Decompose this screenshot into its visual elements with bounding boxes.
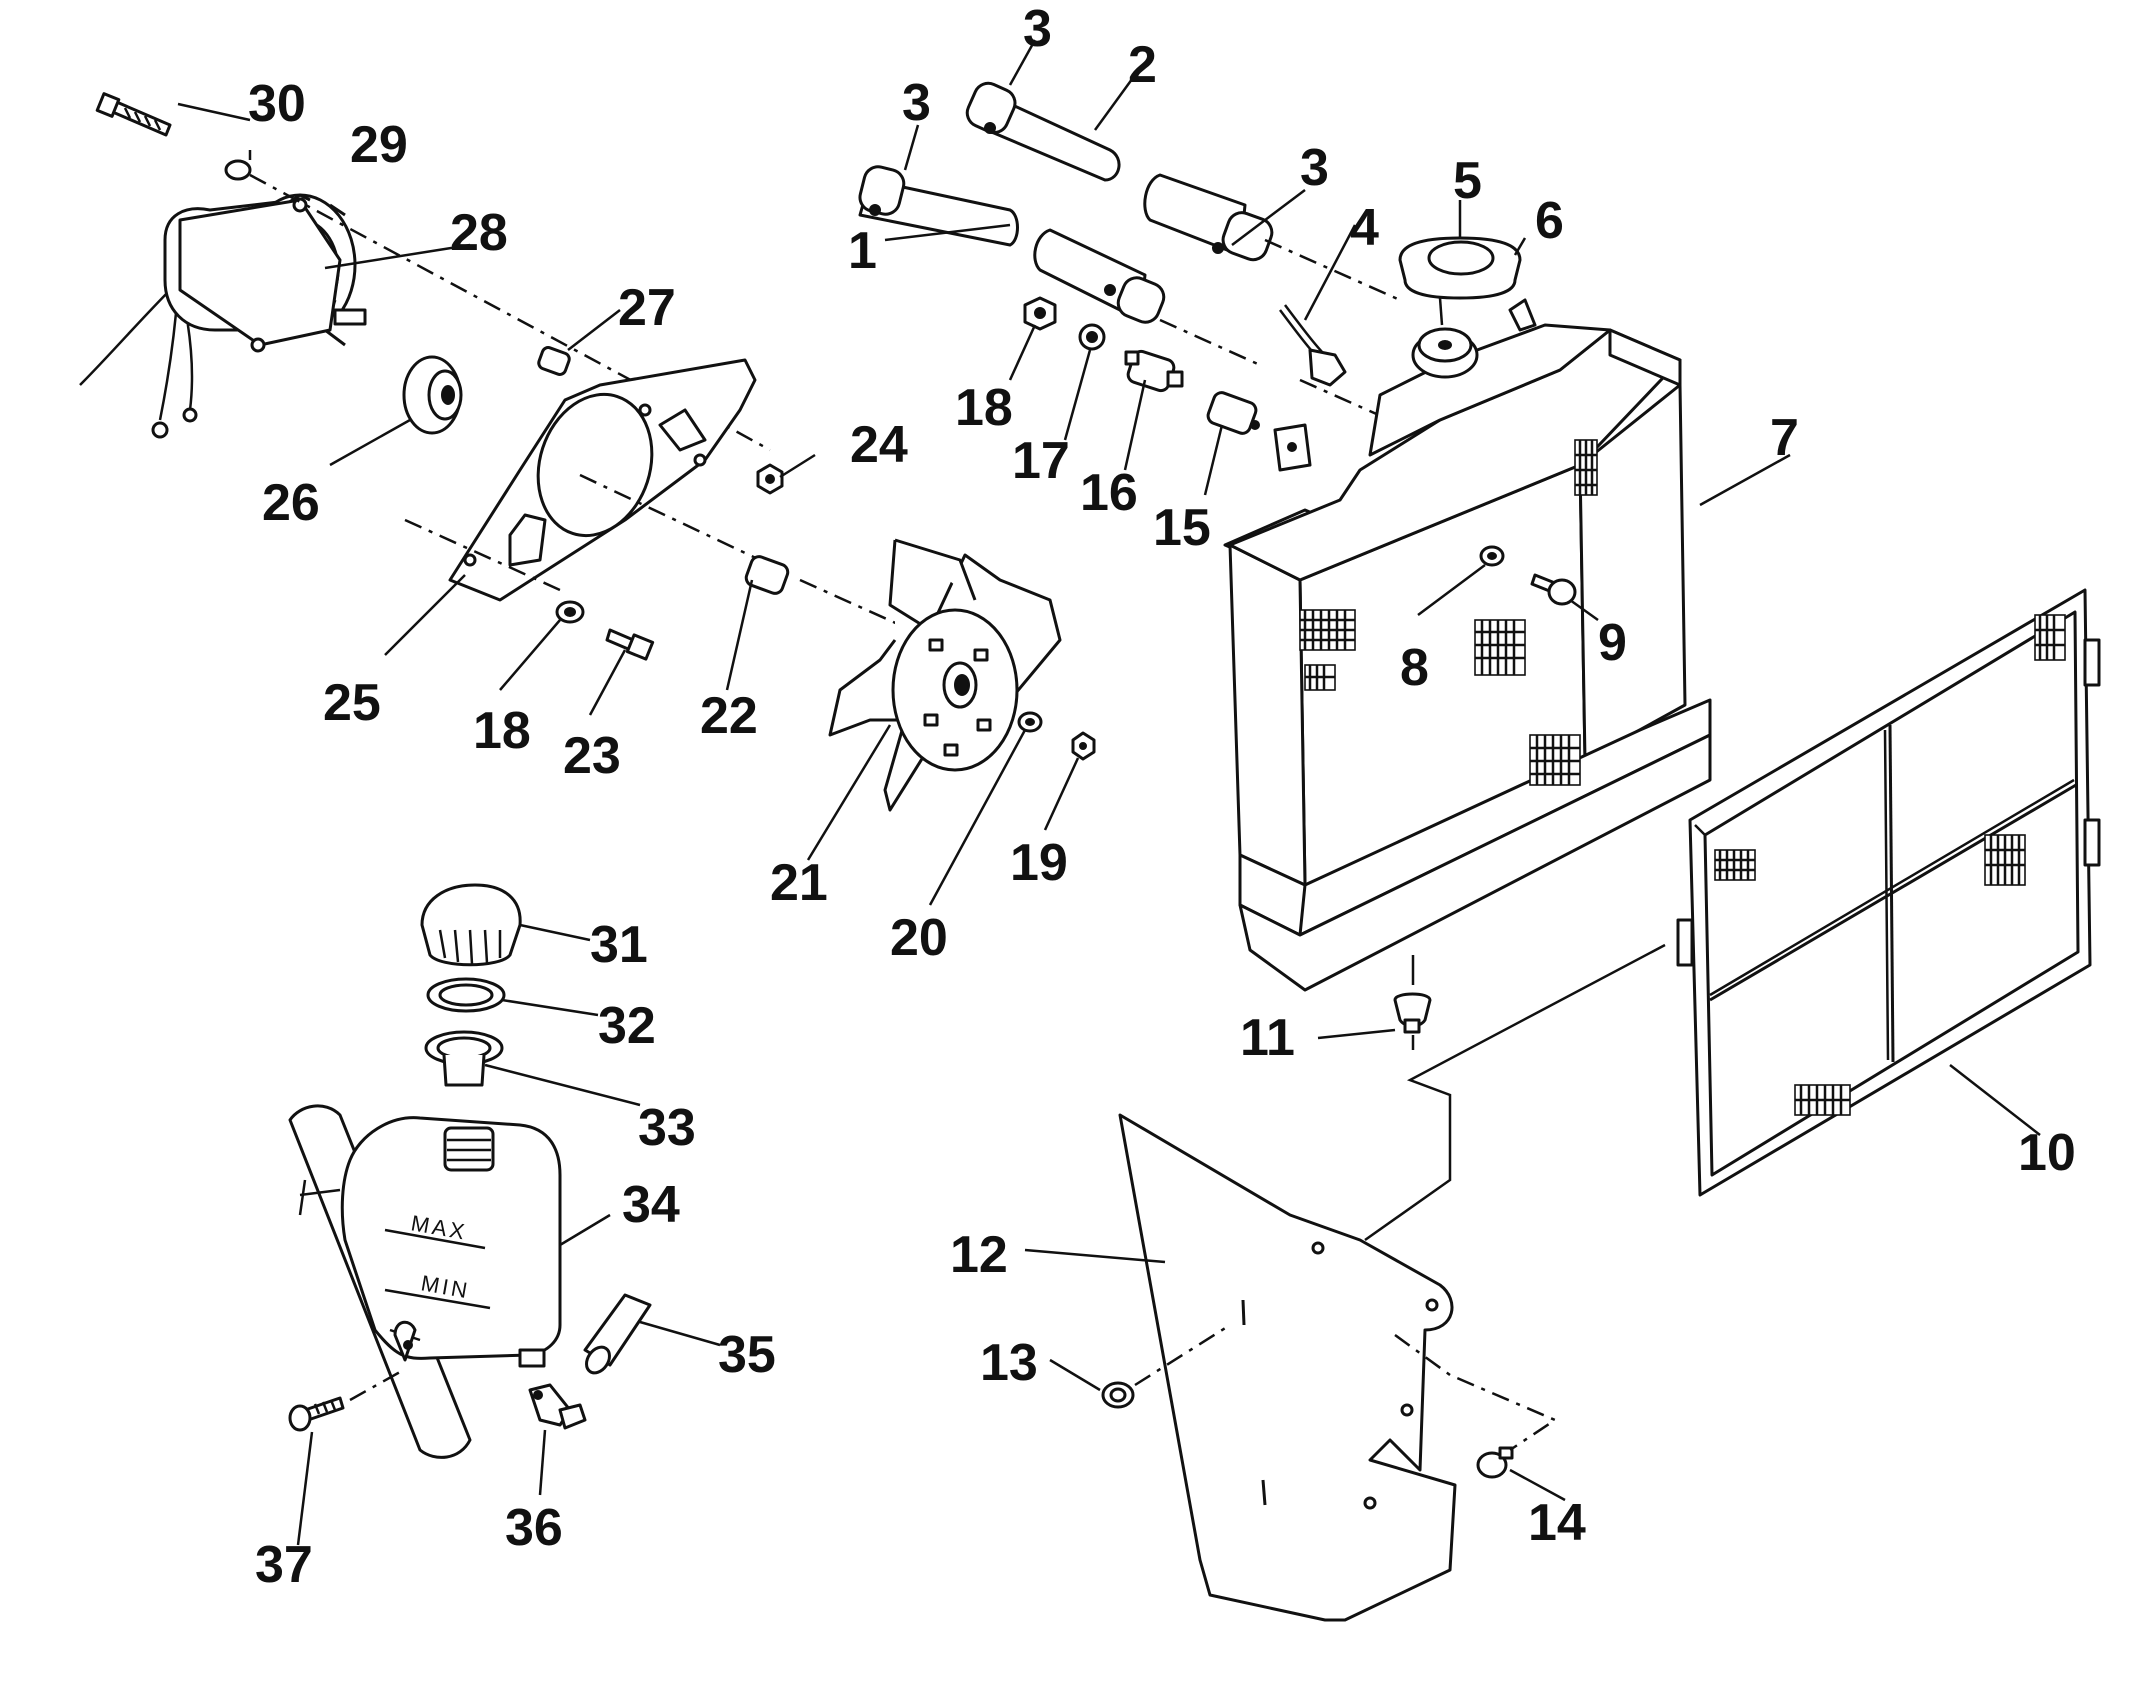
nut-18-center xyxy=(1023,296,1057,331)
callout-37: 37 xyxy=(255,1536,313,1594)
reservoir-cap-31 xyxy=(420,883,522,967)
washer-20 xyxy=(1017,711,1043,733)
nut-19 xyxy=(1071,731,1096,761)
overflow-hose-35 xyxy=(583,1293,652,1375)
hose-upper-right xyxy=(1143,173,1274,262)
shroud-12 xyxy=(1118,1113,1457,1622)
fan-21 xyxy=(828,538,1062,812)
spacer-27 xyxy=(537,346,571,376)
mounting-plate-25 xyxy=(448,358,757,602)
callout-7: 7 xyxy=(1770,409,1799,467)
leader-lines xyxy=(177,39,2041,1546)
callout-4: 4 xyxy=(1350,199,1379,257)
callout-3-left: 3 xyxy=(902,74,931,132)
washer-18-left xyxy=(555,600,585,624)
callout-20: 20 xyxy=(890,909,948,967)
callout-30: 30 xyxy=(248,75,306,133)
callout-26: 26 xyxy=(262,474,320,532)
callout-16: 16 xyxy=(1080,464,1138,522)
axis-line-hose-cap xyxy=(1264,238,1401,302)
clamp-3a xyxy=(984,122,996,134)
callout-1: 1 xyxy=(848,222,877,280)
neck-33 xyxy=(424,1030,504,1087)
reservoir-tank-34: MAX MIN xyxy=(340,1116,562,1368)
callout-22: 22 xyxy=(700,687,758,745)
callout-21: 21 xyxy=(770,854,828,912)
callout-35: 35 xyxy=(718,1326,776,1384)
callout-34: 34 xyxy=(622,1176,680,1234)
callout-3-top: 3 xyxy=(1023,0,1052,58)
callout-2: 2 xyxy=(1128,36,1157,94)
callout-31: 31 xyxy=(590,916,648,974)
nut-24 xyxy=(756,463,784,495)
callout-23: 23 xyxy=(563,727,621,785)
screw-37 xyxy=(288,1396,345,1432)
bushing-16 xyxy=(1124,349,1184,393)
grommet-11 xyxy=(1393,955,1432,1050)
callout-15: 15 xyxy=(1153,499,1211,557)
callout-numbers: 30 29 28 27 26 24 25 18 23 22 21 20 19 3… xyxy=(248,0,2076,1594)
callout-18-center: 18 xyxy=(955,379,1013,437)
washer-17 xyxy=(1078,323,1106,351)
callout-17: 17 xyxy=(1012,432,1070,490)
callout-14: 14 xyxy=(1528,1494,1586,1552)
sender-4 xyxy=(1279,304,1347,387)
radiator-core-hatching xyxy=(1299,439,1598,786)
callout-29: 29 xyxy=(350,116,408,174)
bolt-30 xyxy=(95,92,172,137)
grommet-26 xyxy=(402,355,463,435)
axis-line-screw-37 xyxy=(349,1370,401,1402)
axis-line-rivet-14 xyxy=(1394,1333,1558,1452)
callout-33: 33 xyxy=(638,1099,696,1157)
callout-24: 24 xyxy=(850,416,908,474)
hose-2 xyxy=(965,81,1121,182)
callout-3-right: 3 xyxy=(1300,139,1329,197)
callout-12: 12 xyxy=(950,1226,1008,1284)
screw-23 xyxy=(605,628,655,661)
elbow-fitting-36 xyxy=(528,1383,587,1430)
washer-29 xyxy=(224,159,252,181)
screen-to-shroud-line xyxy=(1364,943,1666,1242)
screen-10 xyxy=(1676,588,2101,1197)
hose-lower xyxy=(1033,228,1166,324)
axis-line-fan xyxy=(579,473,901,627)
washer-13 xyxy=(1101,1381,1135,1409)
callout-27: 27 xyxy=(618,279,676,337)
axis-line-washer-13 xyxy=(1134,1323,1231,1387)
washer-8 xyxy=(1479,545,1505,567)
axis-line-motor xyxy=(249,173,771,452)
callout-32: 32 xyxy=(598,997,656,1055)
spacer-15 xyxy=(1206,391,1260,435)
radiator-7 xyxy=(1223,298,1712,992)
push-rivet-14 xyxy=(1476,1446,1514,1479)
spacer-22 xyxy=(744,555,790,595)
callout-6: 6 xyxy=(1535,192,1564,250)
callout-25: 25 xyxy=(323,674,381,732)
callout-18-left: 18 xyxy=(473,702,531,760)
callout-8: 8 xyxy=(1400,639,1429,697)
cap-drop-line xyxy=(1438,297,1444,326)
callout-13: 13 xyxy=(980,1334,1038,1392)
callout-9: 9 xyxy=(1598,614,1627,672)
callout-28: 28 xyxy=(450,204,508,262)
fan-motor xyxy=(79,193,367,439)
callout-10: 10 xyxy=(2018,1124,2076,1182)
radiator-cap-6 xyxy=(1398,236,1522,300)
callout-5: 5 xyxy=(1453,152,1482,210)
callout-11: 11 xyxy=(1240,1009,1295,1067)
seal-32 xyxy=(426,977,506,1013)
screw-9 xyxy=(1530,573,1577,606)
clamp-3b xyxy=(869,204,881,216)
callout-19: 19 xyxy=(1010,834,1068,892)
callout-36: 36 xyxy=(505,1499,563,1557)
